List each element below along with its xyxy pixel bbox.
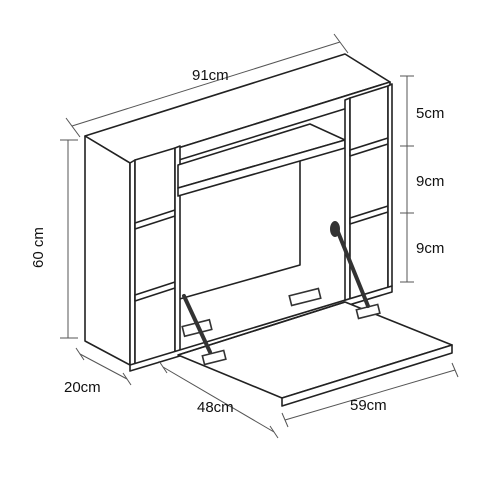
height-label: 60 cm [30,227,47,268]
depth-tick-right [122,372,132,386]
desk-surface [177,301,453,399]
inner-width-label: 48cm [197,399,234,416]
depth-dimension-line [79,353,128,380]
right-shelves-back [349,85,389,301]
shelf-mid-label: 9cm [416,173,444,190]
left-side-panel [84,135,131,366]
inner-width-tick-left [158,360,168,374]
width-tick-left [65,117,81,138]
desk-front-edge [281,344,453,407]
inner-width-tick-right [269,425,279,439]
depth-tick-left [75,347,85,361]
desk-depth-label: 59cm [350,397,387,414]
right-end-edge [387,83,393,289]
width-dimension-line [71,41,341,127]
depth-label: 20cm [64,379,101,396]
shelf-top-label: 5cm [416,105,444,122]
right-support-arm [336,230,370,308]
middle-hinge [288,287,322,307]
shelf-bottom-label: 9cm [416,240,444,257]
desk-depth-dimension-line [284,369,456,421]
left-support-arm [182,294,212,354]
desk-depth-tick-left [281,412,289,428]
arm-pivot [330,221,340,237]
inner-width-dimension-line [162,366,275,433]
width-label: 91cm [192,67,229,84]
width-tick-right [333,33,349,54]
left-stay-bracket [201,349,227,366]
left-shelves-back [134,147,176,365]
desk-depth-tick-right [451,362,459,378]
